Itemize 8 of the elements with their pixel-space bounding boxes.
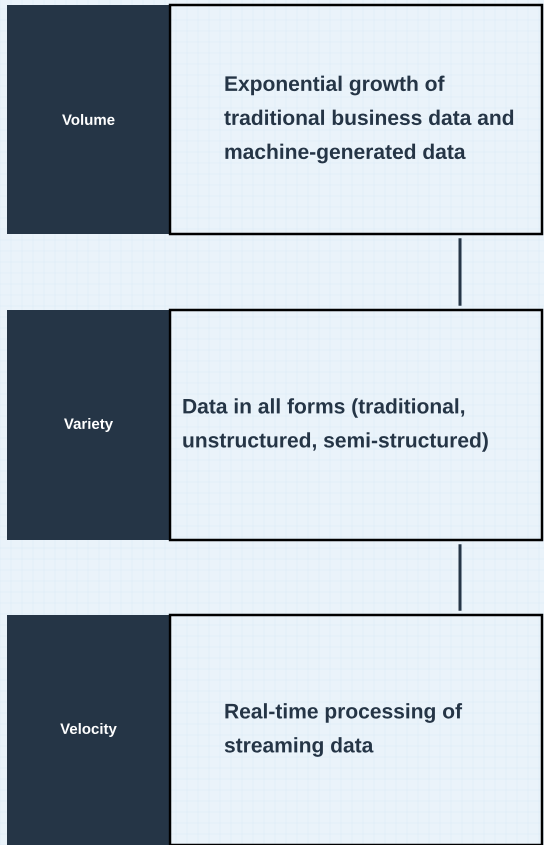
category-box: Variety	[7, 310, 170, 540]
category-box: Velocity	[7, 615, 170, 845]
category-box: Volume	[7, 5, 170, 234]
description-box: Real-time processing of streaming data	[168, 614, 544, 845]
connector-line	[458, 544, 462, 611]
description-box: Data in all forms (traditional, unstructured, semi-structured)	[168, 308, 544, 542]
connector-line	[458, 238, 462, 306]
description-box: Exponential growth of traditional business data and machine-generated data	[168, 4, 544, 236]
